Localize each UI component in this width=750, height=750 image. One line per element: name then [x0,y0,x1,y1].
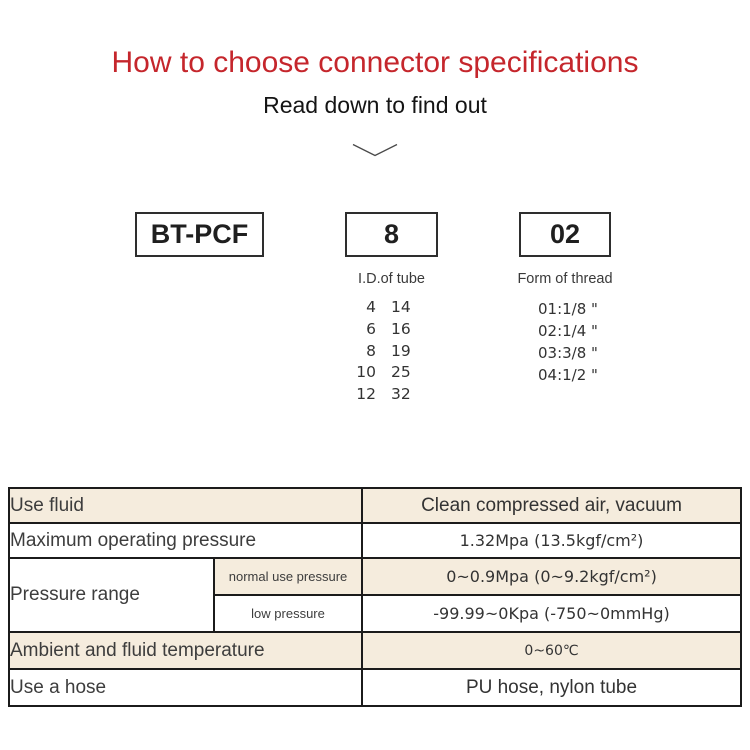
table-row: Pressure range normal use pressure 0~0.9… [8,557,742,633]
tube-id: 10 [356,363,376,382]
table-row: Ambient and fluid temperature 0~60℃ [7,631,742,670]
row-value: 0~60℃ [361,631,742,670]
row-label: Ambient and fluid temperature [7,631,364,670]
row-value: Clean compressed air, vacuum [361,487,742,524]
page-title: How to choose connector specifications [111,46,639,79]
tube-size-option: 12 32 [352,384,421,406]
thread-option: 02:1/4 " [538,322,598,340]
tube-id: 4 [366,298,376,316]
tube-size-option: 4 14 [352,297,421,319]
thread-caption: Form of thread [517,271,613,287]
thread-option: 03:3/8 " [538,344,598,362]
tube-id: 12 [356,385,376,404]
row-value: -99.99~0Kpa (-750~0mmHg) [361,594,742,633]
thread-code-box: 02 [519,212,611,257]
tube-od: 14 [391,298,411,316]
tube-size-option: 10 25 [352,362,421,384]
tube-size-box: 8 [345,212,438,257]
tube-size-option: 8 19 [352,341,421,363]
tube-size-label: 8 [383,219,400,249]
tube-od: 32 [391,385,411,404]
thread-form-options: 01:1/8 " 02:1/4 " 03:3/8 " 04:1/2 " [538,298,598,386]
table-row: Use fluid Clean compressed air, vacuum [7,487,742,524]
tube-od: 16 [391,319,411,338]
tube-caption: I.D.of tube [358,271,425,287]
spec-table: Use fluid Clean compressed air, vacuum M… [7,487,742,707]
thread-code-label: 02 [549,219,581,249]
page-subtitle: Read down to find out [263,92,487,118]
model-prefix-label: BT-PCF [150,219,249,249]
table-row: Use a hose PU hose, nylon tube [7,668,742,707]
model-prefix-box: BT-PCF [135,212,264,257]
row-sublabel: normal use pressure [212,557,364,596]
tube-id: 6 [366,319,376,338]
row-label: Use a hose [7,668,364,707]
row-value: 0~0.9Mpa (0~9.2kgf/cm²) [361,557,742,596]
tube-od: 25 [391,363,411,382]
row-value: 1.32Mpa (13.5kgf/cm²) [361,522,742,559]
table-row: low pressure -99.99~0Kpa (-750~0mmHg) [9,594,742,633]
row-value: PU hose, nylon tube [361,668,742,707]
row-sublabel: low pressure [212,594,364,633]
tube-size-options: 4 14 6 16 8 19 10 25 12 32 [352,297,421,406]
thread-option: 04:1/2 " [538,366,598,384]
chevron-down-icon [352,143,398,157]
tube-size-option: 6 16 [352,319,421,341]
table-row: Maximum operating pressure 1.32Mpa (13.5… [7,522,742,559]
thread-option: 01:1/8 " [538,300,598,318]
row-label: Use fluid [7,487,364,524]
tube-id: 8 [366,341,376,360]
row-label: Pressure range [8,557,215,633]
tube-od: 19 [391,341,411,360]
row-label: Maximum operating pressure [7,522,364,559]
